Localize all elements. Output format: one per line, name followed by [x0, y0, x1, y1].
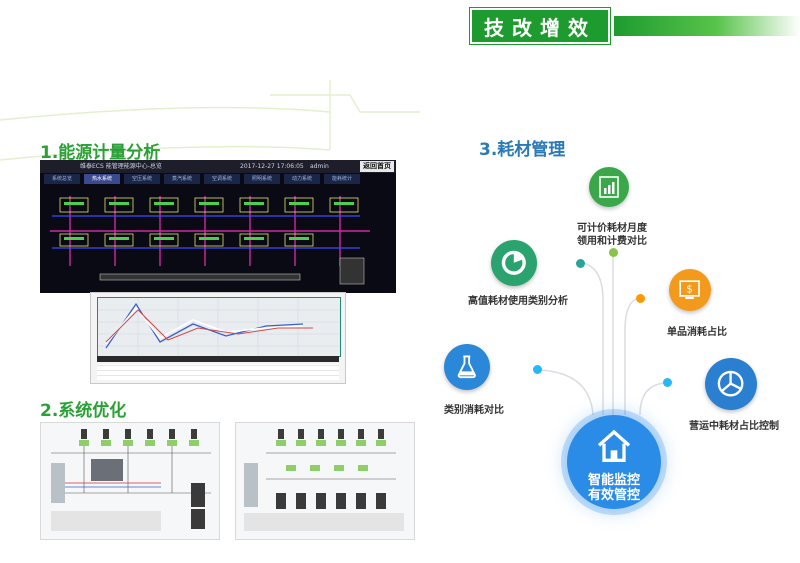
pie-chart-glyph: [718, 371, 744, 397]
section-title-system: 2.系统优化: [40, 401, 127, 421]
flask-glyph: [457, 355, 477, 379]
donut-chart-icon[interactable]: [491, 240, 537, 286]
section-title-material: 3.耗材管理: [479, 140, 566, 160]
tab-statistics[interactable]: 能耗统计: [324, 174, 360, 184]
trend-chart: [97, 297, 341, 357]
node-left-upper: [576, 259, 585, 268]
energy-panel-user: admin: [310, 163, 329, 170]
energy-monitor-panel: 维泰ECS 能管理能源中心-总览 2017-12-27 17:06:05 adm…: [40, 160, 396, 293]
banner-bar: [614, 16, 800, 36]
trend-chart-panel: [90, 292, 346, 384]
home-icon: [597, 429, 631, 462]
energy-tabs: 系统总览 热水系统 空压系统 蒸汽系统 空调系统 照明系统 动力系统 能耗统计: [40, 174, 396, 184]
label-monthly-billing: 可计价耗材月度 领用和计费对比: [574, 222, 650, 248]
donut-chart-glyph: [501, 250, 527, 276]
dollar-chart-icon[interactable]: $: [669, 269, 711, 311]
system-schematic-left: [51, 429, 211, 531]
node-top: [609, 248, 618, 257]
energy-panel-title: 维泰ECS 能管理能源中心-总览: [80, 163, 162, 170]
system-schematic-right: [244, 429, 404, 531]
dollar-chart-glyph: $: [679, 280, 701, 300]
center-label-line1: 智能监控: [587, 473, 640, 488]
label-single-item-ratio: 单品消耗占比: [667, 327, 727, 338]
node-left-lower: [533, 365, 542, 374]
system-diagram-left: [40, 422, 220, 540]
tab-air-compressor[interactable]: 空压系统: [124, 174, 160, 184]
header-banner: 技改增效: [470, 8, 800, 44]
energy-panel-header: 维泰ECS 能管理能源中心-总览 2017-12-27 17:06:05 adm…: [40, 160, 396, 173]
center-label: 智能监控 有效管控: [567, 473, 661, 503]
label-operation-control: 营运中耗材占比控制: [689, 421, 779, 432]
label-high-value-analysis: 高值耗材使用类别分析: [468, 296, 568, 307]
label-monthly-billing-line2: 领用和计费对比: [577, 236, 647, 247]
energy-network-diagram: [50, 196, 370, 285]
chart-scrollbar[interactable]: [97, 356, 339, 362]
tab-steam[interactable]: 蒸汽系统: [164, 174, 200, 184]
bar-chart-icon[interactable]: [589, 167, 629, 207]
banner-title: 技改增效: [470, 8, 610, 44]
tab-hot-water[interactable]: 热水系统: [84, 174, 120, 184]
energy-panel-time: 2017-12-27 17:06:05: [240, 163, 304, 170]
tab-overview[interactable]: 系统总览: [44, 174, 80, 184]
node-right-lower: [663, 378, 672, 387]
tab-hvac[interactable]: 空调系统: [204, 174, 240, 184]
section-title-energy: 1.能源计量分析: [40, 143, 161, 163]
return-home-button[interactable]: 返回首页: [360, 161, 394, 172]
smart-control-center[interactable]: 智能监控 有效管控: [567, 415, 661, 509]
label-monthly-billing-line1: 可计价耗材月度: [577, 223, 647, 234]
svg-text:$: $: [687, 284, 694, 296]
node-right-upper: [636, 294, 645, 303]
system-diagram-right: [235, 422, 415, 540]
label-category-comparison: 类别消耗对比: [444, 405, 504, 416]
tab-lighting[interactable]: 照明系统: [244, 174, 280, 184]
bar-chart-glyph: [599, 176, 619, 198]
trend-lines: [98, 298, 340, 356]
chart-data-table: [97, 364, 339, 380]
tab-power[interactable]: 动力系统: [284, 174, 320, 184]
pie-chart-icon[interactable]: [705, 358, 757, 410]
flask-icon[interactable]: [444, 344, 490, 390]
center-label-line2: 有效管控: [587, 488, 640, 503]
